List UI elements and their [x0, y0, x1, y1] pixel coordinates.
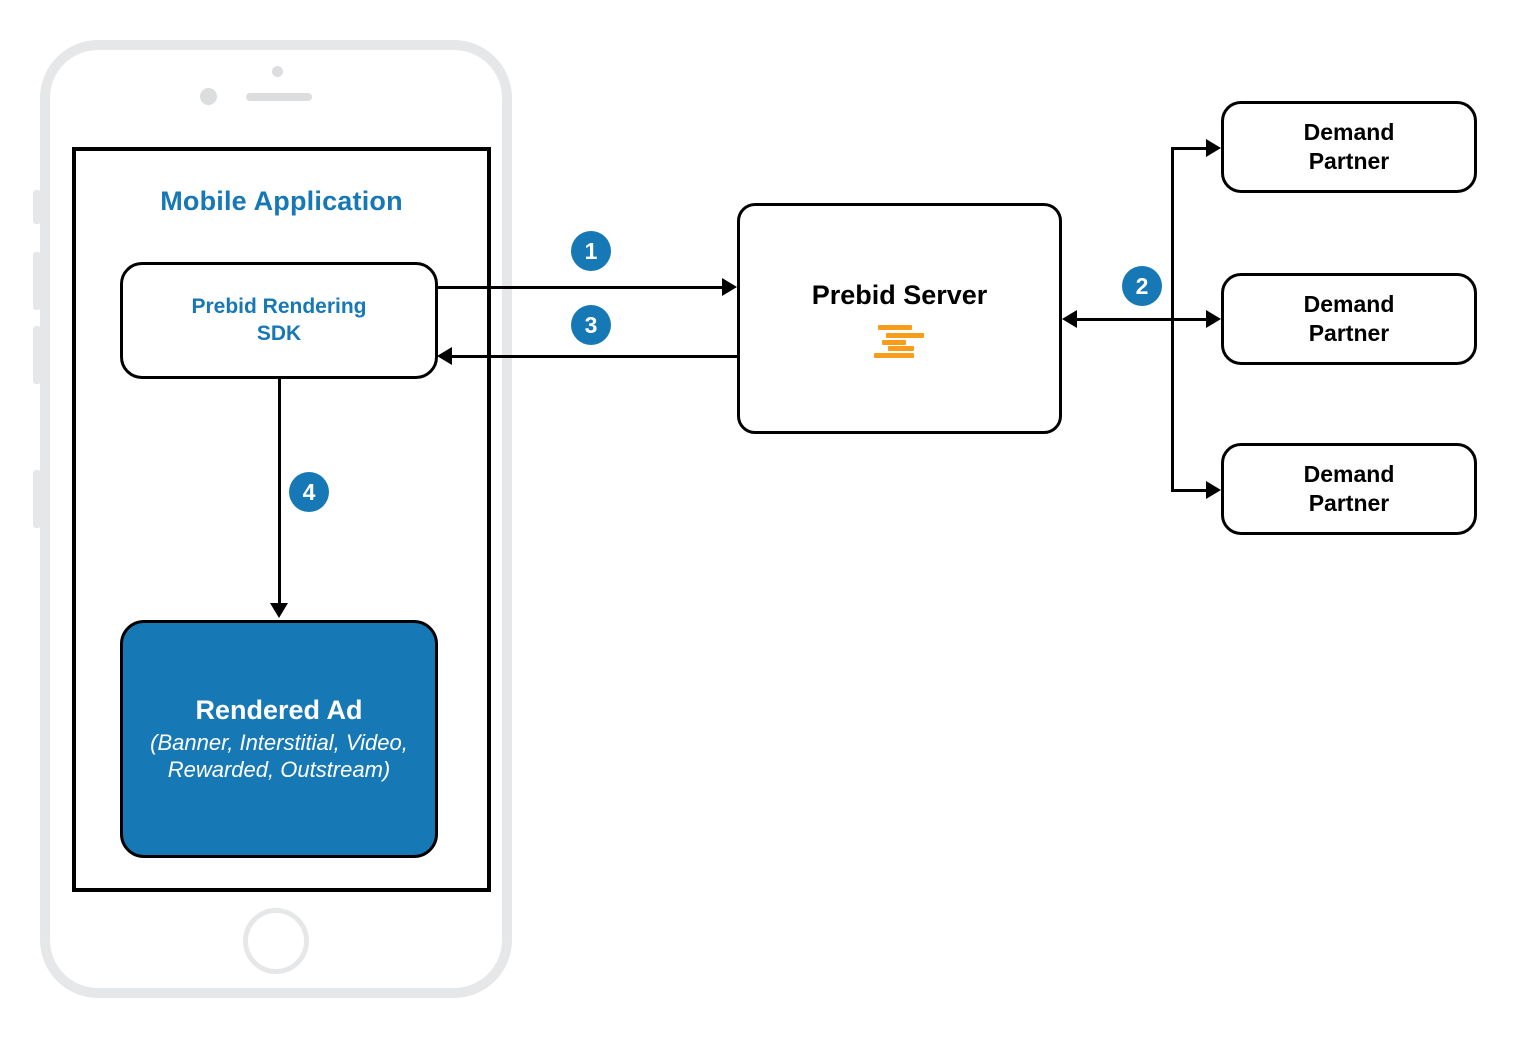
phone-volume-up-button	[33, 252, 41, 310]
connector-2-branch-top	[1171, 147, 1206, 150]
connector-4-line	[278, 379, 281, 605]
mobile-application-title: Mobile Application	[160, 186, 403, 216]
phone-mute-switch	[33, 190, 41, 224]
rendered-ad-subtitle-line2: Rewarded, Outstream)	[167, 757, 391, 783]
connector-2-branch-bottom-arrowhead	[1206, 481, 1221, 499]
step-badge-2: 2	[1122, 266, 1162, 306]
step-badge-4: 4	[289, 472, 329, 512]
prebid-server-label: Prebid Server	[811, 280, 988, 310]
sdk-label-line2: SDK	[256, 321, 302, 345]
demand-partner-1-line2: Partner	[1308, 148, 1390, 174]
connector-3-arrowhead	[437, 347, 452, 365]
step-badge-3: 3	[571, 305, 611, 345]
demand-partner-box-3[interactable]: Demand Partner	[1221, 443, 1477, 535]
sdk-label-line1: Prebid Rendering	[191, 294, 367, 318]
step-badge-1: 1	[571, 231, 611, 271]
phone-proximity-sensor-icon	[272, 66, 283, 77]
demand-partner-3-line2: Partner	[1308, 490, 1390, 516]
connector-2-server-link	[1077, 318, 1171, 321]
demand-partner-2-line1: Demand	[1303, 291, 1395, 318]
connector-4-arrowhead	[270, 603, 288, 618]
phone-volume-down-button	[33, 326, 41, 384]
demand-partner-2-line2: Partner	[1308, 320, 1390, 346]
demand-partner-1-line1: Demand	[1303, 119, 1395, 146]
phone-power-button	[33, 470, 41, 528]
rendered-ad-box[interactable]: Rendered Ad (Banner, Interstitial, Video…	[120, 620, 438, 858]
phone-home-button[interactable]	[243, 908, 309, 974]
demand-partner-box-2[interactable]: Demand Partner	[1221, 273, 1477, 365]
prebid-server-box[interactable]: Prebid Server	[737, 203, 1062, 434]
connector-3-line	[452, 355, 737, 358]
connector-2-branch-bottom	[1171, 489, 1206, 492]
connector-1-line	[437, 286, 722, 289]
connector-1-arrowhead	[722, 278, 737, 296]
rendered-ad-subtitle-line1: (Banner, Interstitial, Video,	[150, 730, 408, 756]
prebid-logo-icon	[870, 323, 930, 358]
demand-partner-3-line1: Demand	[1303, 461, 1395, 488]
demand-partner-box-1[interactable]: Demand Partner	[1221, 101, 1477, 193]
phone-earpiece-speaker	[246, 93, 312, 101]
connector-2-branch-mid-arrowhead	[1206, 310, 1221, 328]
connector-2-branch-top-arrowhead	[1206, 139, 1221, 157]
rendered-ad-title: Rendered Ad	[195, 694, 363, 725]
phone-front-camera-icon	[200, 88, 217, 105]
connector-2-branch-mid	[1171, 318, 1206, 321]
prebid-rendering-sdk-box[interactable]: Prebid Rendering SDK	[120, 262, 438, 379]
connector-2-server-arrowhead	[1062, 310, 1077, 328]
